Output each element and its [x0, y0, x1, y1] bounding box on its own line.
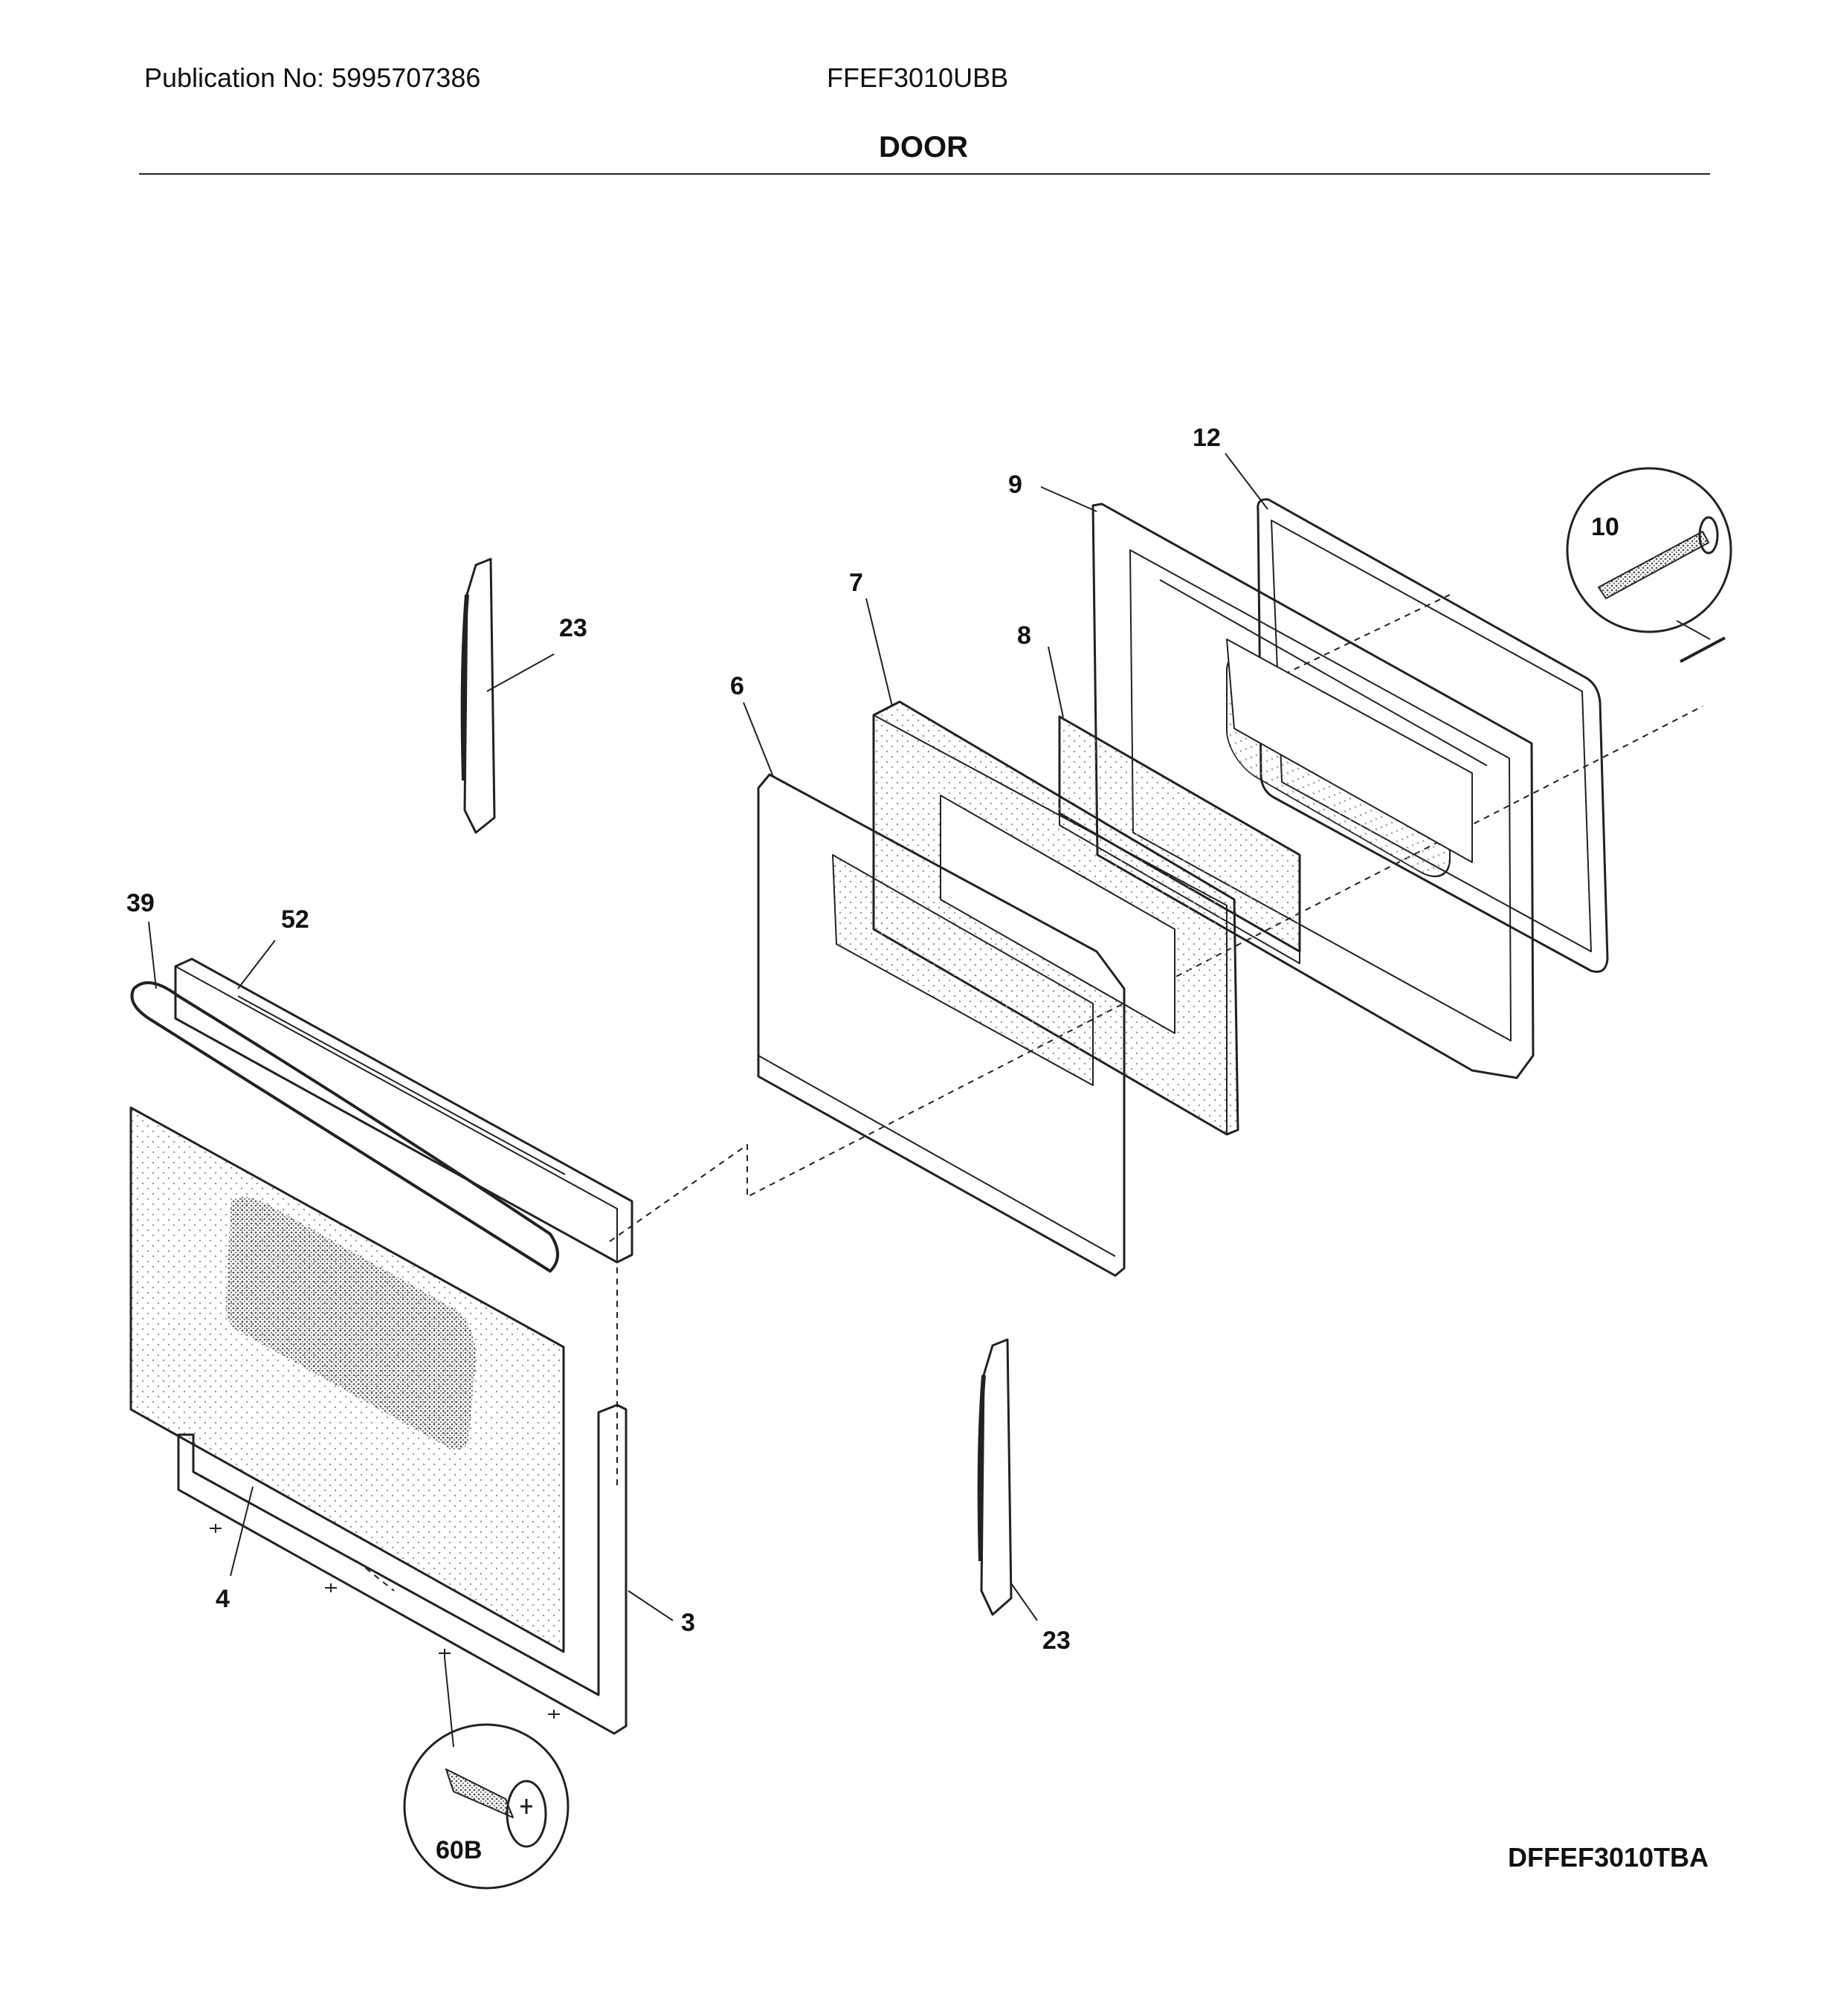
frame-screws — [210, 1524, 560, 1719]
callout-9: 9 — [1008, 471, 1022, 499]
door-trim-part — [174, 957, 633, 1264]
callout-labels: 12 9 10 7 8 23 6 39 52 4 3 23 60B — [126, 424, 1619, 1864]
screw-detail-bubble — [403, 1723, 570, 1890]
hinge-bottom-part — [977, 1338, 1013, 1616]
door-liner-part — [757, 773, 1126, 1277]
callout-12: 12 — [1193, 424, 1221, 452]
callout-8: 8 — [1017, 621, 1031, 650]
callout-10: 10 — [1591, 513, 1619, 541]
bolt-detail-bubble — [1566, 467, 1732, 663]
title-divider — [139, 173, 1710, 175]
hinge-top-part — [460, 558, 496, 834]
outer-door-frame-part — [177, 1403, 628, 1735]
publication-number: Publication No: 5995707386 — [144, 62, 481, 93]
page-title: DOOR — [879, 131, 968, 164]
callout-39: 39 — [126, 889, 155, 917]
callout-leaders — [148, 453, 1268, 1748]
callout-23-top: 23 — [559, 614, 587, 642]
callout-7: 7 — [849, 569, 863, 597]
callout-3: 3 — [681, 1609, 695, 1637]
callout-6: 6 — [730, 672, 744, 700]
assembly-axis-lines — [356, 594, 1703, 1592]
callout-4: 4 — [216, 1585, 230, 1613]
callout-52: 52 — [281, 905, 309, 934]
model-number: FFEF3010UBB — [827, 62, 1009, 93]
door-handle-part — [130, 981, 559, 1273]
outer-door-glass-part — [129, 1106, 565, 1653]
diagram-code: DFFEF3010TBA — [1508, 1842, 1709, 1873]
callout-23-bottom: 23 — [1042, 1626, 1071, 1655]
callout-60B: 60B — [436, 1836, 482, 1864]
